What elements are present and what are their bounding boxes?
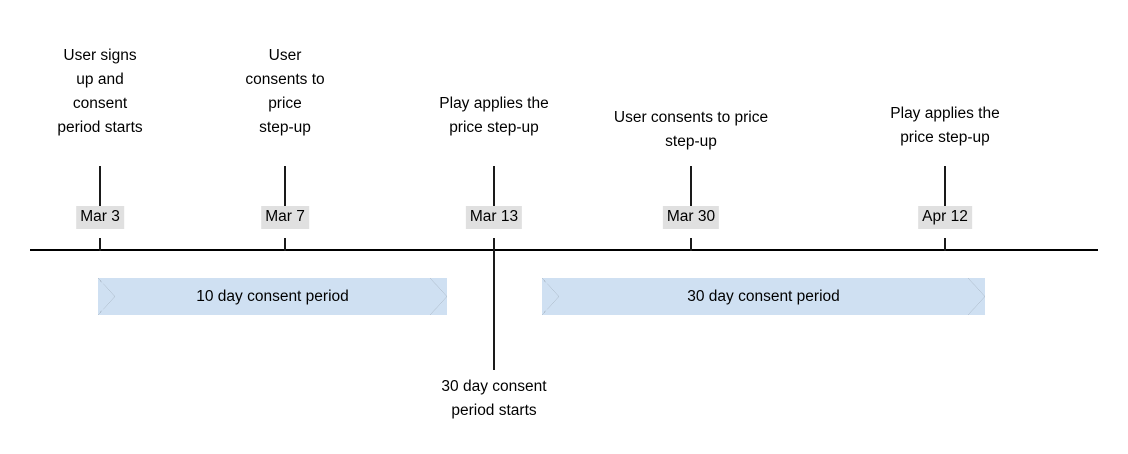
consent-period-banner-10-day: 10 day consent period xyxy=(98,278,447,315)
event-tick-upper-mar-13 xyxy=(493,166,495,206)
event-tick-upper-mar-3 xyxy=(99,166,101,206)
event-tick-extended-mar-13 xyxy=(493,250,495,370)
event-caption-mar-30: User consents to price step-up xyxy=(613,109,769,150)
event-tick-upper-mar-30 xyxy=(690,166,692,206)
event-tick-upper-apr-12 xyxy=(944,166,946,206)
consent-period-label-30-day: 30 day consent period xyxy=(687,287,840,305)
banner-fill xyxy=(542,278,985,315)
event-caption-apr-12: Play applies the price step-up xyxy=(890,105,1000,146)
date-chip-mar-30: Mar 30 xyxy=(662,206,720,229)
below-axis-caption-30-day-start: 30 day consent period starts xyxy=(441,378,547,419)
consent-period-label-10-day: 10 day consent period xyxy=(196,287,349,305)
consent-period-banner-30-day: 30 day consent period xyxy=(542,278,985,315)
date-chip-mar-3: Mar 3 xyxy=(76,206,124,229)
date-chip-mar-7: Mar 7 xyxy=(261,206,309,229)
event-tick-lower-apr-12 xyxy=(944,238,946,251)
event-tick-lower-mar-13 xyxy=(493,238,495,251)
date-chip-mar-13: Mar 13 xyxy=(465,206,523,229)
banner-fill xyxy=(98,278,447,315)
event-tick-upper-mar-7 xyxy=(284,166,286,206)
event-caption-mar-13: Play applies the price step-up xyxy=(439,95,549,136)
event-tick-lower-mar-3 xyxy=(99,238,101,251)
event-tick-lower-mar-30 xyxy=(690,238,692,251)
event-tick-lower-mar-7 xyxy=(284,238,286,251)
timeline-axis xyxy=(30,249,1098,251)
event-caption-mar-3: User signs up and consent period starts xyxy=(57,47,143,136)
date-chip-apr-12: Apr 12 xyxy=(918,206,972,229)
event-caption-mar-7: User consents to price step-up xyxy=(245,47,325,136)
